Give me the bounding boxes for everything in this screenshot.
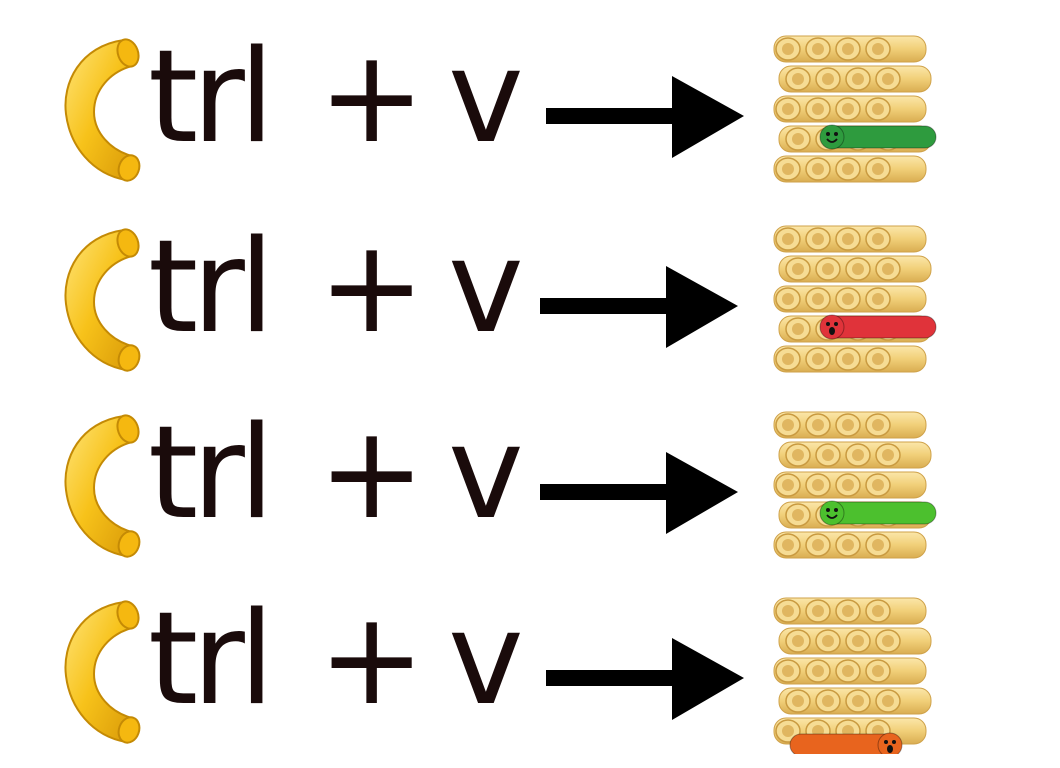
- meme-row-3: trl + v: [0, 398, 1060, 578]
- macaroni-icon: [64, 414, 141, 558]
- pasta-stack-image: [773, 225, 937, 373]
- macaroni-icon: [64, 600, 141, 744]
- plus-sign: +: [318, 213, 426, 362]
- v-key-text: v: [448, 213, 524, 362]
- pasta-stack-image: [773, 35, 937, 183]
- worm: [819, 314, 937, 340]
- ctrl-key-text: trl: [148, 585, 274, 734]
- right-arrow-icon: [546, 638, 744, 720]
- pasta-stack-image: [773, 411, 937, 559]
- meme-row-4: trl + v: [0, 584, 1060, 764]
- worm: [819, 500, 937, 526]
- ctrl-key-text: trl: [148, 23, 274, 172]
- plus-sign: +: [318, 23, 426, 172]
- worm: [819, 124, 937, 150]
- right-arrow-icon: [546, 76, 744, 158]
- ctrl-key-text: trl: [148, 213, 274, 362]
- plus-sign: +: [318, 585, 426, 734]
- pasta-stack-image: [773, 597, 932, 754]
- ctrl-key-text: trl: [148, 399, 274, 548]
- v-key-text: v: [448, 585, 524, 734]
- plus-sign: +: [318, 399, 426, 548]
- meme-row-1: trl + v: [0, 22, 1060, 202]
- right-arrow-icon: [540, 452, 738, 534]
- v-key-text: v: [448, 23, 524, 172]
- macaroni-icon: [64, 228, 141, 372]
- macaroni-icon: [64, 38, 141, 182]
- right-arrow-icon: [540, 266, 738, 348]
- meme-row-2: trl + v: [0, 212, 1060, 392]
- v-key-text: v: [448, 399, 524, 548]
- worm: [789, 732, 903, 754]
